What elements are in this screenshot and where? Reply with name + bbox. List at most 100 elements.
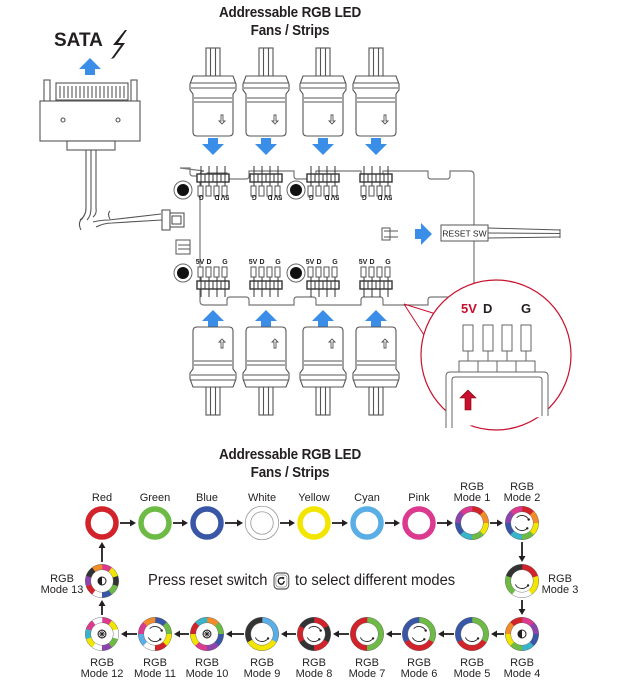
mode-label: RGB	[195, 657, 219, 669]
mode-label: Mode 11	[134, 668, 176, 680]
pin-label: G	[385, 259, 391, 266]
mode-ring	[297, 617, 331, 651]
mode-label: Red	[92, 492, 112, 504]
modes-title-line2: Fans / Strips	[250, 464, 330, 481]
ring-segment	[206, 641, 219, 651]
mode-label: Mode 12	[81, 668, 124, 680]
pin-label: 5V	[359, 259, 368, 266]
mode-ring	[85, 506, 119, 540]
ring-segment	[471, 530, 484, 540]
zoom-pin-g: G	[521, 301, 531, 316]
mode-label: RGB	[302, 657, 326, 669]
ring-segment	[92, 617, 103, 626]
mode-label: RGB	[355, 657, 379, 669]
ring-segment	[108, 637, 118, 648]
modes-title: Addressable RGB LED Fans / Strips	[200, 446, 380, 482]
ring-segment	[509, 641, 523, 651]
lightning-icon	[111, 30, 127, 59]
mode-ring	[402, 506, 436, 540]
mode-effect-icon	[306, 626, 322, 642]
mode-label: Mode 9	[244, 668, 281, 680]
ring-segment	[108, 584, 118, 595]
flow-arrow-icon	[518, 542, 526, 562]
ring-segment	[112, 575, 119, 587]
mode-effect-icon	[514, 584, 530, 589]
mode-effect-icon	[97, 576, 107, 586]
flow-arrow-icon	[280, 519, 295, 527]
ring-segment	[528, 575, 539, 595]
ring-segment	[529, 622, 539, 635]
ring-segment	[297, 625, 305, 643]
pin-label: D	[214, 193, 219, 200]
mode-label: RGB	[143, 657, 167, 669]
arrow-down-icon	[202, 138, 224, 155]
ring-segment	[506, 564, 523, 578]
ring-segment	[529, 633, 539, 647]
fan-plug-top-3	[299, 47, 347, 137]
ring-segment	[101, 589, 112, 598]
ring-segment	[505, 522, 515, 535]
flow-arrow-icon	[333, 630, 349, 638]
ring-segment	[404, 639, 434, 651]
ring-segment	[455, 522, 465, 535]
flow-arrow-icon	[386, 630, 401, 638]
ring-segment	[510, 506, 523, 516]
ring-segment	[521, 530, 534, 540]
mode-cyan: Cyan	[350, 492, 384, 540]
arrow-up-icon	[365, 310, 387, 327]
ring-segment	[247, 639, 277, 651]
ring-segment	[313, 617, 329, 629]
pin-label: D	[316, 259, 321, 266]
ring-segment	[190, 621, 200, 635]
mode-label: Mode 4	[504, 668, 541, 680]
ring-segment	[138, 621, 148, 635]
flow-arrow-icon	[121, 630, 137, 638]
mode-ring	[85, 564, 119, 598]
ring-segment	[511, 589, 532, 598]
mode-label: Mode 1	[454, 492, 491, 504]
mode-white: White	[244, 492, 280, 541]
mode-label: Mode 10	[186, 668, 229, 680]
ring-segment	[510, 617, 523, 627]
mode-label: Mode 3	[542, 584, 579, 596]
ring-segment	[521, 641, 534, 651]
mode-label: RGB	[510, 481, 534, 493]
mode-ring	[190, 617, 224, 651]
ring-segment	[505, 633, 515, 646]
mode-label: Pink	[408, 492, 430, 504]
fan-plug-top-2	[242, 47, 290, 137]
pin-label: 5V	[196, 259, 205, 266]
ring-segment	[418, 617, 436, 643]
mode-label: Yellow	[298, 492, 329, 504]
zoom-pin-5v: 5V	[461, 301, 477, 316]
ring-segment	[261, 617, 279, 643]
sata-up-arrow-icon	[79, 58, 101, 75]
flow-arrow-icon	[173, 519, 188, 527]
pinout-callout: 5V D G	[403, 279, 572, 431]
pin-label: D	[267, 193, 272, 200]
flow-arrow-icon	[174, 630, 189, 638]
mode-label: Green	[140, 492, 171, 504]
flow-arrow-icon	[332, 519, 348, 527]
mode-effect-icon	[514, 515, 530, 531]
ring-segment	[195, 617, 208, 627]
mount-hole	[286, 180, 306, 200]
sata-cable	[78, 150, 163, 231]
arrow-up-icon	[312, 310, 334, 327]
flow-arrow-icon	[281, 630, 296, 638]
ring-segment	[509, 530, 523, 540]
ring-segment	[138, 633, 148, 646]
pin-label: D	[259, 259, 264, 266]
ring-segment	[85, 628, 92, 640]
ring-segment	[85, 637, 96, 648]
ring-segment	[529, 511, 539, 524]
pin-label: G	[361, 193, 367, 200]
pin-label: 5V	[330, 193, 339, 200]
mode-ring	[455, 506, 489, 540]
mode-label: RGB	[548, 573, 572, 585]
